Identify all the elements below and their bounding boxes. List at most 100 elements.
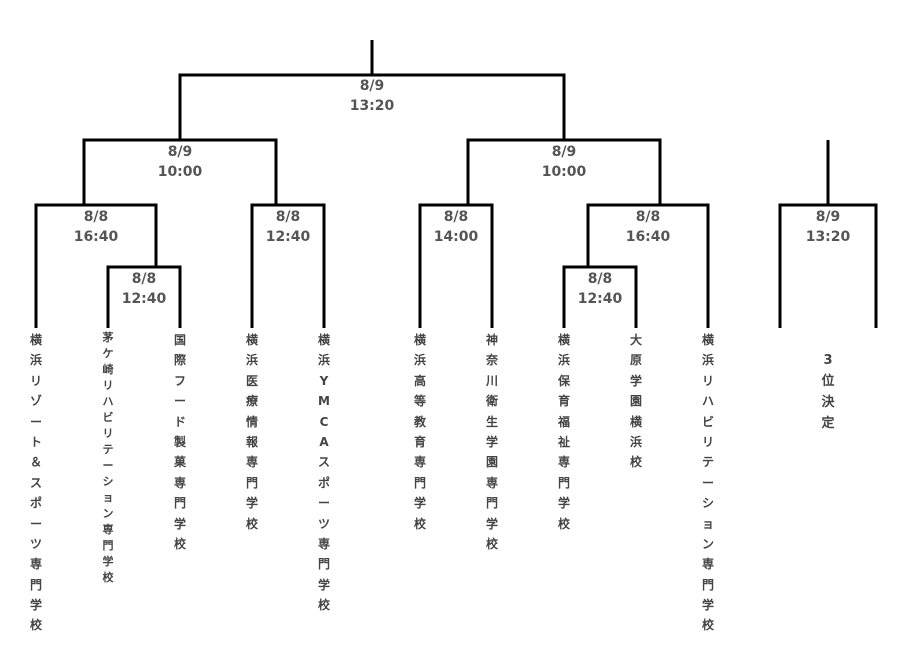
team-name-char: 門	[102, 539, 114, 552]
team-name-char: ツ	[29, 536, 42, 551]
team-name-char: 横	[317, 333, 330, 347]
team-name-char: 菓	[173, 455, 186, 470]
match-qf-4-label: 8/8 16:40	[608, 207, 688, 247]
team-name-char: ー	[29, 414, 42, 429]
team-name-char: ゾ	[29, 394, 42, 409]
third-place-char: 位	[821, 374, 835, 389]
match-r1-left-label: 8/8 12:40	[104, 269, 184, 309]
match-time: 12:40	[577, 291, 623, 307]
team-name-char: 浜	[557, 353, 570, 368]
match-date: 8/8	[275, 209, 301, 225]
team-name-char: 衛	[485, 394, 498, 409]
team-name-char: ド	[173, 414, 186, 429]
team-name-char: 校	[29, 618, 42, 633]
team-name-char: 等	[413, 394, 426, 409]
team-name-char: 療	[245, 394, 258, 409]
team-name-char: M	[318, 394, 330, 409]
team-name-char: ト	[29, 434, 42, 449]
team-name-char: 崎	[102, 363, 114, 376]
team-name-char: 報	[245, 434, 258, 449]
team-name-char: ン	[701, 536, 714, 551]
team-name-char: リ	[701, 434, 714, 449]
team-name-char: ツ	[317, 516, 330, 531]
team-name-char: 生	[485, 414, 498, 429]
team-name-char: リ	[102, 379, 114, 392]
team-name-char: 専	[557, 455, 570, 470]
team-name-char: 門	[245, 475, 258, 490]
team-name: 横浜リゾート＆スポーツ専門学校	[27, 330, 45, 636]
team-name-char: フ	[173, 373, 186, 388]
match-date: 8/8	[635, 209, 661, 225]
team-name-char: 浜	[317, 353, 330, 368]
team-name-char: ス	[317, 455, 330, 470]
team-name-char: シ	[102, 475, 114, 488]
team-name-char: ョ	[102, 491, 114, 504]
match-r1-right-label: 8/8 12:40	[560, 269, 640, 309]
team-name-char: 福	[557, 414, 570, 429]
team-name-char: 学	[245, 496, 258, 511]
team-name: 大原学園横浜校	[627, 330, 645, 473]
team-name-char: 校	[173, 536, 186, 551]
team-name-char: 川	[485, 373, 498, 388]
team-name-char: 横	[413, 333, 426, 347]
team-name-char: 横	[29, 333, 42, 347]
team-name-char: リ	[701, 373, 714, 388]
team-name-char: 浜	[245, 353, 258, 368]
match-date: 8/9	[359, 78, 385, 94]
team-name-char: 茅	[102, 331, 114, 344]
team-name-char: 横	[629, 414, 642, 429]
team-name-char: 情	[245, 414, 258, 429]
team-name-char: 学	[557, 496, 570, 511]
match-time: 13:20	[349, 98, 395, 114]
match-final-label: 8/9 13:20	[332, 76, 412, 116]
match-time: 12:40	[265, 229, 311, 245]
team-name-char: ー	[317, 496, 330, 511]
team-name-char: テ	[102, 443, 114, 456]
team-name-char: 校	[102, 571, 114, 584]
team-name-char: 国	[173, 333, 186, 347]
team-name: 横浜高等教育専門学校	[411, 330, 429, 534]
team-name-char: 校	[701, 618, 714, 633]
team-name-char: 専	[413, 455, 426, 470]
team-name-char: 際	[173, 353, 186, 368]
team-name-char: 育	[557, 394, 570, 409]
team-name: 国際フード製菓専門学校	[171, 330, 189, 554]
team-name-char: 医	[245, 373, 258, 388]
team-name-char: ハ	[701, 394, 714, 409]
team-name-char: 専	[245, 455, 258, 470]
team-name-char: 学	[629, 373, 642, 388]
team-name-char: 浜	[701, 353, 714, 368]
team-name-char: 大	[629, 333, 642, 347]
team-name: 神奈川衛生学園専門学校	[483, 330, 501, 554]
team-name-char: ケ	[102, 347, 114, 360]
team-name-char: 校	[629, 455, 642, 470]
team-name-char: 学	[173, 516, 186, 531]
team-name-char: 保	[557, 373, 570, 388]
match-date: 8/9	[815, 209, 841, 225]
team-name-char: 製	[173, 434, 186, 449]
team-name-char: 学	[29, 598, 42, 613]
match-third-place-label: 8/9 13:20	[788, 207, 868, 247]
team-name-char: ー	[102, 459, 114, 472]
team-name-char: 門	[413, 475, 426, 490]
match-time: 12:40	[121, 291, 167, 307]
team-name-char: テ	[701, 455, 714, 470]
team-name-char: 校	[485, 536, 498, 551]
team-name-char: 門	[29, 577, 42, 592]
match-time: 10:00	[541, 164, 587, 180]
team-name-char: 育	[413, 434, 426, 449]
team-name: 横浜リハビリテーション専門学校	[699, 330, 717, 636]
team-name-char: リ	[29, 373, 42, 388]
team-name-char: 門	[173, 496, 186, 511]
team-name-char: ン	[102, 507, 114, 520]
team-name-char: 学	[413, 496, 426, 511]
team-name-char: ー	[173, 394, 186, 409]
team-name-char: 浜	[629, 434, 642, 449]
team-name-char: 浜	[413, 353, 426, 368]
team-name-char: 祉	[557, 434, 570, 449]
team-name-char: 神	[485, 333, 498, 347]
third-place-char: 定	[821, 416, 835, 431]
match-qf-1-label: 8/8 16:40	[56, 207, 136, 247]
